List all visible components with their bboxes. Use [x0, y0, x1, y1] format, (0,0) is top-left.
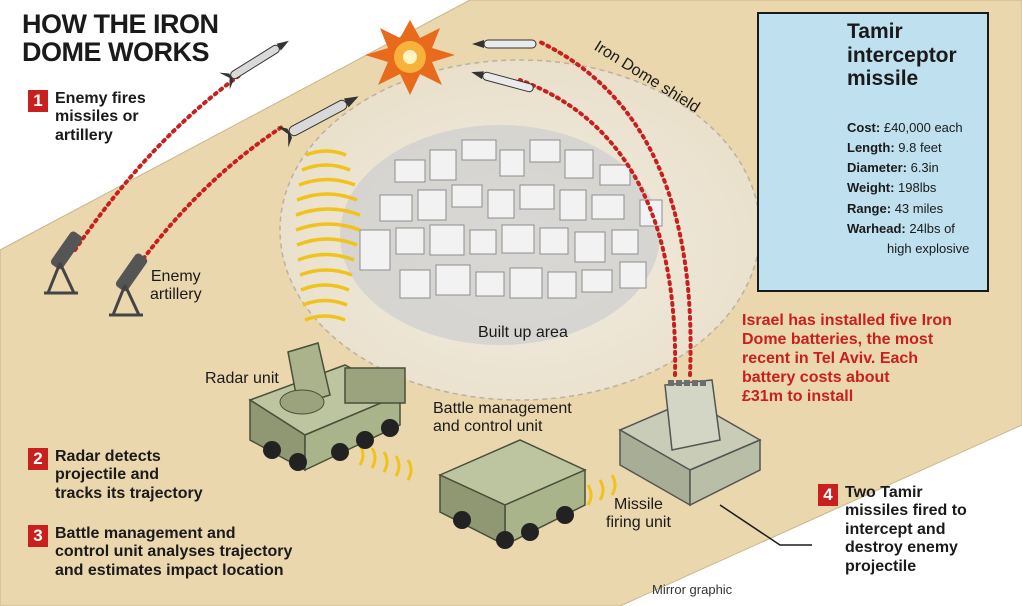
tamir-spec-panel: Tamir interceptor missile Cost: £40,000 … — [757, 12, 989, 292]
data-link-waves — [358, 444, 617, 506]
step4-leader-line — [719, 504, 812, 546]
battery-note: Israel has installed five Iron Dome batt… — [742, 312, 952, 405]
enemy-missile-1 — [219, 40, 289, 90]
step-4: 4 Two Tamir missiles fired to intercept … — [818, 484, 967, 576]
interceptor-missile-1 — [472, 39, 537, 49]
radar-truck — [248, 342, 406, 472]
enemy-missile-2 — [277, 96, 359, 148]
interceptor-trajectory-2 — [518, 78, 678, 377]
missile-firing-unit-label: Missile firing unit — [606, 496, 671, 531]
step-3-text: Battle management and control unit analy… — [55, 525, 293, 579]
interceptor-missile-2 — [471, 71, 534, 93]
step-1-text: Enemy fires missiles or artillery — [55, 90, 146, 144]
interceptor-trajectory-1 — [538, 40, 693, 377]
spec-diameter: Diameter: 6.3in — [847, 160, 939, 176]
enemy-artillery-label: Enemy artillery — [150, 268, 202, 303]
credit: Mirror graphic — [652, 582, 733, 597]
spec-weight: Weight: 198lbs — [847, 180, 937, 196]
battle-management-truck — [438, 439, 587, 549]
step-3: 3 Battle management and control unit ana… — [28, 525, 292, 580]
trajectories — [73, 40, 693, 377]
missile-firing-unit — [618, 379, 762, 507]
step-4-text: Two Tamir missiles fired to intercept an… — [845, 484, 967, 575]
battle-unit-label: Battle management and control unit — [433, 400, 572, 435]
panel-title: Tamir interceptor missile — [847, 20, 957, 91]
enemy-launcher-1 — [44, 231, 83, 295]
spec-warhead: Warhead: 24lbs of — [847, 220, 955, 236]
step-2-number: 2 — [28, 448, 48, 470]
radar-waves — [295, 149, 361, 322]
step-1-number: 1 — [28, 90, 48, 112]
step-1: 1 Enemy fires missiles or artillery — [28, 90, 146, 145]
step-4-number: 4 — [818, 484, 838, 506]
city-blocks — [359, 139, 663, 299]
step-2-text: Radar detects projectile and tracks its … — [55, 448, 203, 502]
enemy-trajectory-2 — [133, 123, 287, 272]
enemy-trajectory-1 — [73, 73, 242, 252]
step-3-number: 3 — [28, 525, 48, 547]
step-2: 2 Radar detects projectile and tracks it… — [28, 448, 203, 503]
enemy-launcher-2 — [109, 253, 148, 317]
radar-unit-label: Radar unit — [205, 370, 279, 387]
spec-range: Range: 43 miles — [847, 200, 944, 216]
spec-length: Length: 9.8 feet — [847, 140, 942, 156]
spec-warhead-cont: high explosive — [887, 240, 970, 256]
page-title: HOW THE IRON DOME WORKS — [22, 9, 219, 68]
spec-list: Cost: £40,000 each Length: 9.8 feet Diam… — [847, 118, 969, 259]
explosion — [365, 20, 455, 95]
spec-cost: Cost: £40,000 each — [847, 120, 963, 135]
built-up-area-label: Built up area — [478, 324, 568, 341]
